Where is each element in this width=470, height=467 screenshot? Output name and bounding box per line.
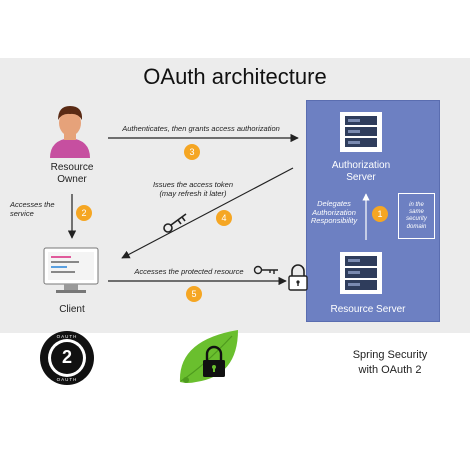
step-3-badge: 3	[184, 144, 200, 160]
page-title: OAuth architecture	[143, 64, 327, 89]
oauth2-logo	[40, 331, 94, 385]
step-5-label: Accesses the protected resource	[134, 267, 244, 276]
spring-security-logo	[179, 330, 238, 383]
step-2-label: Accesses the service	[10, 200, 55, 218]
step-1-badge: 1	[372, 206, 388, 222]
client-monitor-icon	[43, 247, 99, 293]
arrow-step-4	[121, 167, 294, 259]
step-4-label: Issues the access token (may refresh it …	[152, 180, 234, 198]
oauth-badge-number: 2	[61, 347, 72, 367]
step-5-badge: 5	[186, 286, 202, 302]
key-icon	[163, 213, 187, 233]
key-icon	[253, 265, 278, 275]
step-4-badge: 4	[216, 210, 232, 226]
resource-owner-icon	[50, 106, 90, 158]
client-label: Client	[59, 304, 85, 315]
step-3-label: Authenticates, then grants access author…	[122, 124, 280, 133]
spring-security-caption: Spring Security with OAuth 2	[352, 349, 428, 376]
step-2-badge: 2	[76, 205, 92, 221]
security-domain-box: in the same security domain	[398, 193, 435, 239]
resource-server-icon	[340, 252, 382, 294]
oauth-badge-bottom-text: OAUTH	[56, 377, 78, 382]
oauth-badge-top-text: OAUTH	[56, 334, 78, 339]
padlock-icon	[288, 264, 308, 291]
resource-server-label: Resource Server	[330, 304, 406, 315]
authorization-server-label: Authorization Server	[331, 160, 391, 183]
step-1-label: Delegates Authorization Responsibility	[310, 199, 358, 226]
authorization-server-icon	[340, 112, 382, 152]
resource-owner-label: Resource Owner	[50, 162, 94, 185]
